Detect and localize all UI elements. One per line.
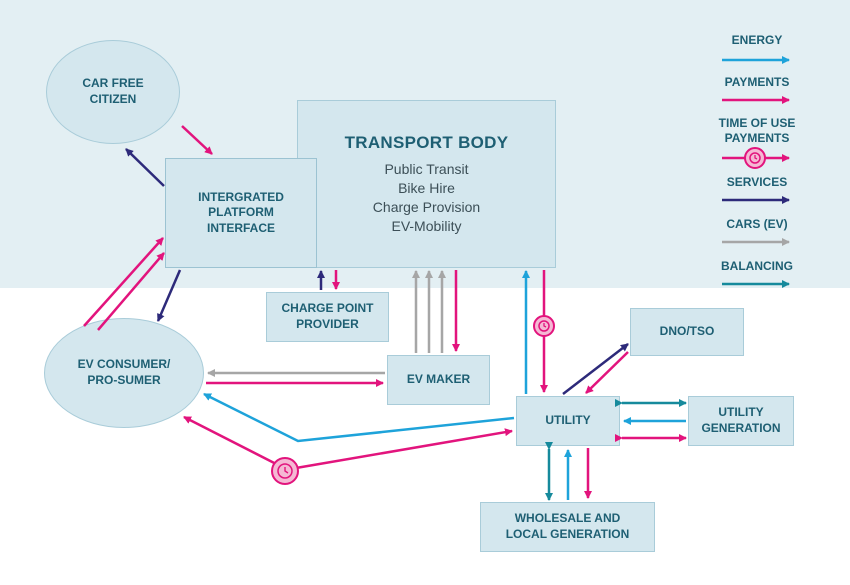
payment-arrow: [97, 252, 165, 331]
service-arrow: [156, 269, 182, 322]
service-arrow: [562, 343, 629, 395]
utility-generation-node: UTILITY GENERATION: [688, 396, 794, 446]
clock-hands: [543, 323, 547, 328]
tou-payment-arrow: [183, 415, 285, 470]
ev-maker-label: EV MAKER: [406, 372, 471, 387]
legend-energy-label: ENERGY: [731, 33, 783, 47]
transport-body-node: TRANSPORT BODY Public Transit Bike Hire …: [297, 100, 556, 268]
wholesale-label: WHOLESALE AND LOCAL GENERATION: [505, 511, 630, 541]
ev-consumer-label: EV CONSUMER/ PRO-SUMER: [77, 357, 171, 387]
dno-tso-label: DNO/TSO: [659, 324, 715, 339]
clock-face: [277, 463, 293, 479]
transport-body-item: Bike Hire: [398, 180, 455, 197]
utility-node: UTILITY: [516, 396, 620, 446]
charge-point-provider-label: CHARGE POINT PROVIDER: [281, 301, 374, 331]
wholesale-node: WHOLESALE AND LOCAL GENERATION: [480, 502, 655, 552]
legend-balancing-label: BALANCING: [721, 259, 793, 273]
energy-arrow: [203, 392, 515, 443]
transport-body-item: Public Transit: [384, 161, 469, 178]
service-arrow: [125, 148, 165, 187]
transport-body-title: TRANSPORT BODY: [344, 133, 509, 153]
charge-point-provider-node: CHARGE POINT PROVIDER: [266, 292, 389, 342]
transport-body-item: EV-Mobility: [391, 217, 462, 234]
legend-cars-label: CARS (EV): [726, 217, 788, 231]
integrated-platform-node: INTERGRATED PLATFORM INTERFACE: [165, 158, 317, 268]
clock-hands: [754, 155, 758, 160]
payment-arrow: [181, 125, 213, 155]
payment-arrow: [585, 351, 629, 394]
integrated-platform-label: INTERGRATED PLATFORM INTERFACE: [198, 189, 284, 235]
ev-maker-node: EV MAKER: [387, 355, 490, 405]
legend-services-label: SERVICES: [726, 175, 788, 189]
utility-label: UTILITY: [545, 413, 591, 428]
utility-generation-label: UTILITY GENERATION: [701, 405, 781, 435]
transport-body-item: Charge Provision: [372, 199, 481, 216]
car-free-citizen-label: CAR FREE CITIZEN: [82, 76, 144, 106]
car-free-citizen-node: CAR FREE CITIZEN: [46, 40, 180, 144]
legend-tou-label: TIME OF USE PAYMENTS: [718, 116, 796, 145]
ev-consumer-node: EV CONSUMER/ PRO-SUMER: [44, 318, 204, 428]
clock-hands: [284, 467, 289, 474]
legend-payments-label: PAYMENTS: [724, 75, 790, 89]
tou-payment-arrow: [295, 428, 513, 470]
clock-face: [538, 320, 550, 332]
clock-face: [749, 152, 761, 164]
payment-arrow: [83, 237, 164, 327]
dno-tso-node: DNO/TSO: [630, 308, 744, 356]
